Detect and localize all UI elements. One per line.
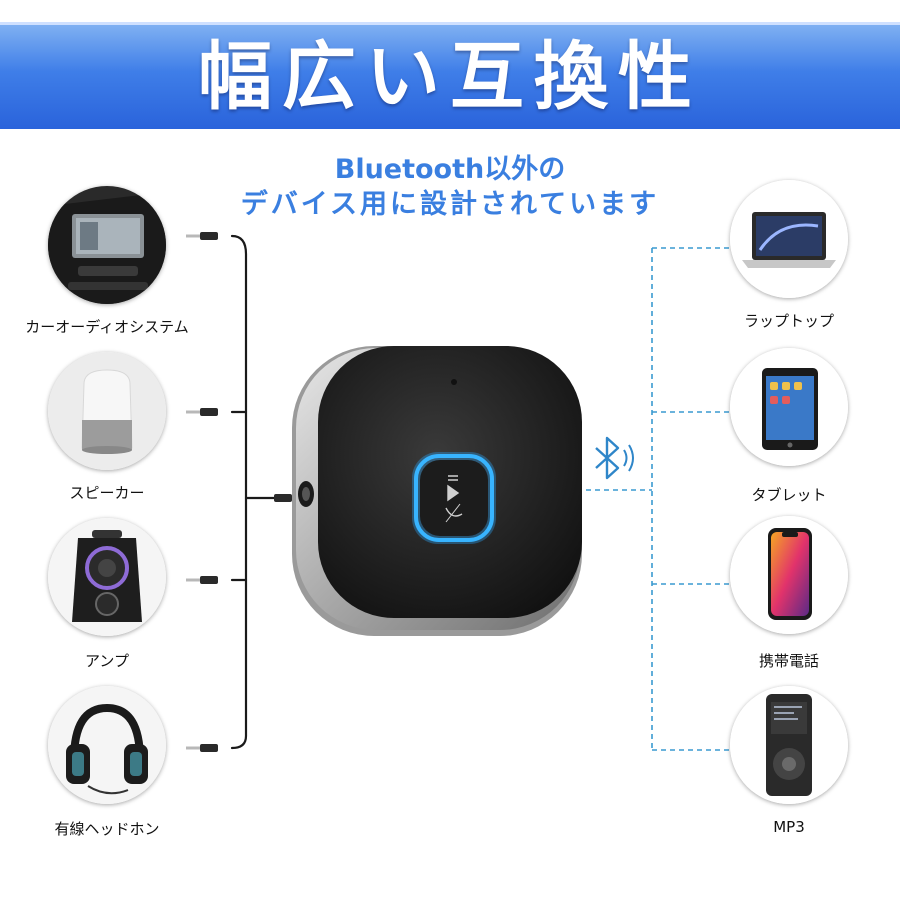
- right-device-label-3: 携帯電話: [758, 652, 819, 670]
- left-device-label-1: カーオーディオシステム: [25, 318, 189, 336]
- tablet-icon: [730, 348, 848, 466]
- headphones-icon: [48, 686, 166, 804]
- banner-title: 幅広い互換性: [198, 34, 702, 120]
- left-device-label-2: スピーカー: [69, 484, 145, 502]
- laptop-icon: [730, 180, 848, 298]
- subtitle-line-1: Bluetooth以外の: [334, 154, 566, 185]
- aux-cables: [230, 234, 276, 750]
- mp3-player-icon: [730, 686, 848, 804]
- subtitle-line-2: デバイス用に設計されています: [240, 189, 660, 220]
- right-device-label-4: MP3: [773, 818, 805, 836]
- bluetooth-icon: [595, 436, 634, 480]
- right-device-label-1: ラップトップ: [743, 312, 834, 330]
- bluetooth-receiver: [292, 346, 582, 636]
- right-device-label-2: タブレット: [751, 486, 827, 504]
- car-audio-icon: [48, 186, 166, 304]
- phone-icon: [730, 516, 848, 634]
- title-banner: 幅広い互換性: [0, 22, 900, 129]
- bluetooth-links: [586, 247, 738, 751]
- amplifier-icon: [48, 518, 166, 636]
- left-device-label-3: アンプ: [85, 652, 129, 670]
- left-device-label-4: 有線ヘッドホン: [54, 820, 160, 838]
- speaker-icon: [48, 352, 166, 470]
